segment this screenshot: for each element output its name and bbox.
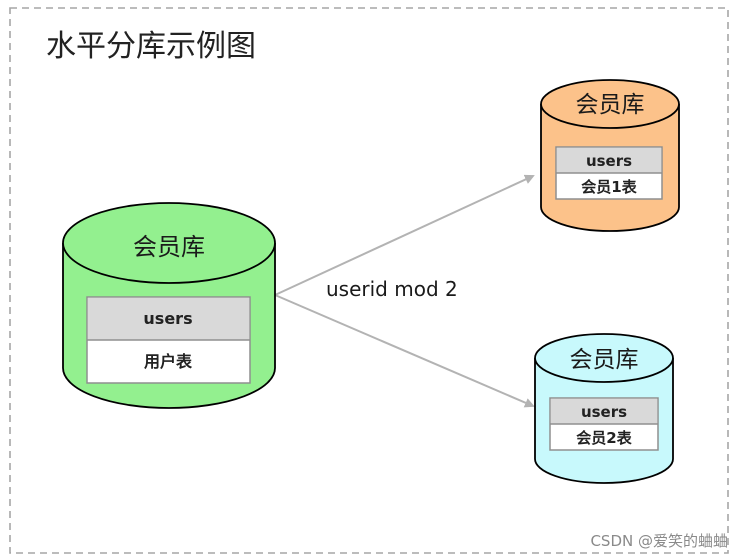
shard-2-table-name: 会员2表 [576, 429, 632, 447]
shard-2-table-header: users [581, 403, 627, 421]
shard-1-db-label: 会员库 [576, 92, 645, 118]
shard-1-table-header: users [586, 152, 632, 170]
diagram-frame [9, 7, 729, 554]
watermark-text: CSDN @爱笑的蛐蛐 [590, 532, 728, 550]
shard-2-db-label: 会员库 [570, 347, 639, 373]
shard-1-table-name: 会员1表 [581, 178, 637, 196]
source-table-header-bg [88, 298, 249, 340]
source-db-label: 会员库 [133, 233, 205, 261]
shard-1-table-header-bg [557, 148, 661, 173]
source-database: 会员库 users 用户表 [62, 202, 276, 409]
arrow-to-shard-2 [274, 294, 535, 408]
shard-database-2: 会员库 users 会员2表 [534, 333, 674, 484]
diagram-title: 水平分库示例图 [46, 29, 256, 64]
source-table-header: users [143, 309, 192, 328]
shard-1-db-top [540, 79, 680, 129]
shard-2-db-top [534, 333, 674, 383]
source-table-name: 用户表 [144, 352, 193, 371]
edge-label: userid mod 2 [326, 277, 458, 301]
shard-database-1: 会员库 users 会员1表 [540, 79, 680, 232]
arrow-to-shard-1 [274, 174, 535, 296]
source-db-top [62, 202, 276, 284]
shard-2-table-header-bg [551, 399, 657, 424]
